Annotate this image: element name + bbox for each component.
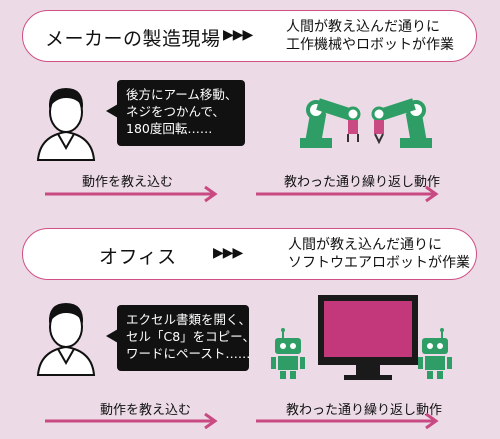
office-description-line1: 人間が教え込んだ通りに xyxy=(288,237,442,253)
bubble-line: 180度回転…… xyxy=(126,121,213,136)
office-title: オフィス xyxy=(99,246,177,268)
office-description-line2: ソフトウエアロボットが作業 xyxy=(288,255,470,271)
office-header: オフィス ▶▶▶ 人間が教え込んだ通りに ソフトウエアロボットが作業 xyxy=(22,228,477,280)
software-robot-icon xyxy=(271,328,305,379)
teach-arrow xyxy=(45,185,218,203)
arrow-triangles: ▶▶▶ xyxy=(213,245,243,261)
robot-arm-icon xyxy=(300,98,361,148)
factory-header: メーカーの製造現場 ▶▶▶ 人間が教え込んだ通りに 工作機械やロボットが作業 xyxy=(22,10,477,62)
bubble-line: ワードにペースト…… xyxy=(126,346,251,361)
bubble-line: セル「C8」をコピー、 xyxy=(126,329,256,344)
arrow-triangles: ▶▶▶ xyxy=(223,27,253,43)
repeat-arrow xyxy=(256,185,439,203)
factory-description: 人間が教え込んだ通りに 工作機械やロボットが作業 xyxy=(286,18,454,54)
office-description: 人間が教え込んだ通りに ソフトウエアロボットが作業 xyxy=(288,236,470,272)
teach-arrow xyxy=(45,412,218,430)
robot-arm-icon xyxy=(371,98,432,148)
person-icon xyxy=(36,303,96,376)
person-icon xyxy=(36,88,96,161)
factory-title: メーカーの製造現場 xyxy=(45,28,221,50)
factory-description-line1: 人間が教え込んだ通りに xyxy=(286,19,440,35)
bubble-line: ネジをつかんで、 xyxy=(126,104,225,119)
teach-caption: 動作を教え込む xyxy=(82,175,174,190)
factory-description-line2: 工作機械やロボットが作業 xyxy=(286,37,454,53)
repeat-arrow xyxy=(256,412,439,430)
repeat-caption: 教わった通り繰り返し動作 xyxy=(284,175,441,190)
bubble-line: 後方にアーム移動、 xyxy=(126,87,238,102)
instruction-bubble: エクセル書類を開く、 セル「C8」をコピー、 ワードにペースト…… xyxy=(106,305,255,371)
bubble-line: エクセル書類を開く、 xyxy=(126,312,252,327)
software-robot-icon xyxy=(418,328,452,379)
repeat-caption: 教わった通り繰り返し動作 xyxy=(286,403,443,418)
monitor-icon xyxy=(318,295,418,380)
instruction-bubble: 後方にアーム移動、 ネジをつかんで、 180度回転…… xyxy=(106,80,245,146)
teach-caption: 動作を教え込む xyxy=(100,403,192,418)
